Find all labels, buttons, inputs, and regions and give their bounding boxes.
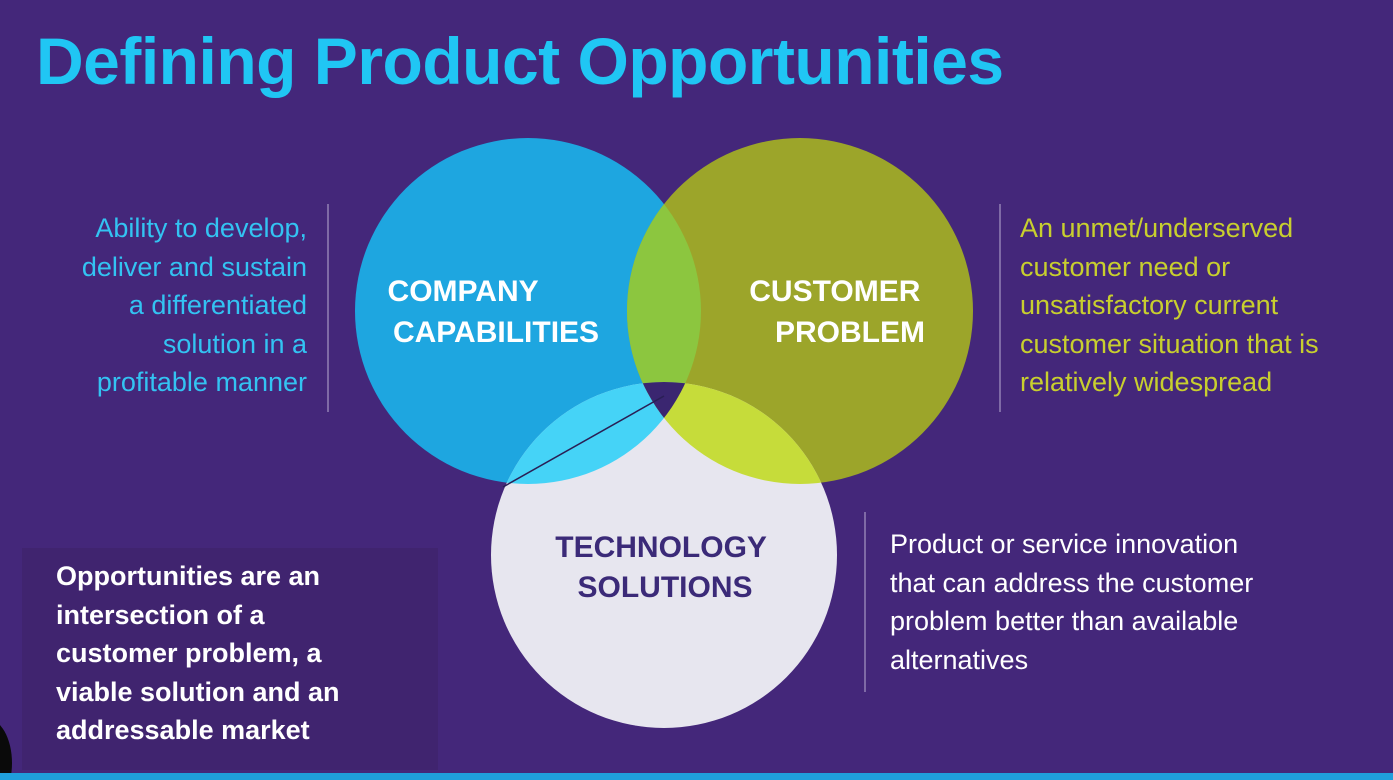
company-technology-overlap <box>491 382 701 484</box>
customer-desc-line: An unmet/underserved <box>1020 213 1294 243</box>
technology-solutions-label-line2: SOLUTIONS <box>577 571 752 604</box>
technology-solutions-description: Product or service innovation that can a… <box>890 525 1330 679</box>
technology-desc-line: that can address the customer <box>890 567 1254 598</box>
technology-desc-line: Product or service innovation <box>890 529 1239 559</box>
note-box <box>22 548 438 770</box>
customer-problem-label-line1: CUSTOMER <box>749 275 920 308</box>
company-capabilities-label-line1: COMPANY <box>388 275 539 308</box>
company-capabilities-description: Ability to develop, deliver and sustain … <box>7 209 307 402</box>
note-line: addressable market <box>56 715 310 745</box>
overlap-divider-line <box>502 395 665 488</box>
right-divider <box>999 204 1001 412</box>
slide-title: Defining Product Opportunities <box>36 24 1004 98</box>
customer-desc-line: customer need or <box>1020 251 1231 282</box>
opportunities-note: Opportunities are an intersection of a c… <box>56 557 416 750</box>
left-divider <box>327 204 329 412</box>
customer-problem-label-line2: PROBLEM <box>775 316 925 349</box>
customer-desc-line: customer situation that is <box>1020 328 1319 359</box>
note-line: viable solution and an <box>56 676 340 707</box>
customer-desc-line: relatively widespread <box>1020 367 1273 398</box>
company-desc-line: profitable manner <box>96 367 307 398</box>
customer-desc-line: unsatisfactory current <box>1020 290 1279 321</box>
technology-desc-line: problem better than available <box>890 606 1239 637</box>
bottom-divider <box>864 512 866 692</box>
company-desc-line: solution in a <box>162 328 307 359</box>
company-desc-line: Ability to develop, <box>95 213 307 243</box>
customer-technology-overlap <box>627 382 837 484</box>
note-line: customer problem, a <box>56 638 322 668</box>
customer-problem-label: CUSTOMER PROBLEM <box>749 275 928 349</box>
company-desc-line: deliver and sustain <box>81 251 307 282</box>
customer-problem-description: An unmet/underserved customer need or un… <box>1020 209 1380 402</box>
note-line: Opportunities are an <box>56 561 321 591</box>
bottom-accent-bar <box>0 773 1393 780</box>
note-line: intersection of a <box>56 599 265 630</box>
technology-desc-line: alternatives <box>890 644 1029 675</box>
company-capabilities-label: COMPANY CAPABILITIES <box>388 275 600 349</box>
company-desc-line: a differentiated <box>128 290 307 321</box>
technology-solutions-label-line1: TECHNOLOGY <box>555 531 767 564</box>
technology-solutions-label: TECHNOLOGY SOLUTIONS <box>555 531 774 604</box>
company-capabilities-label-line2: CAPABILITIES <box>393 316 599 349</box>
